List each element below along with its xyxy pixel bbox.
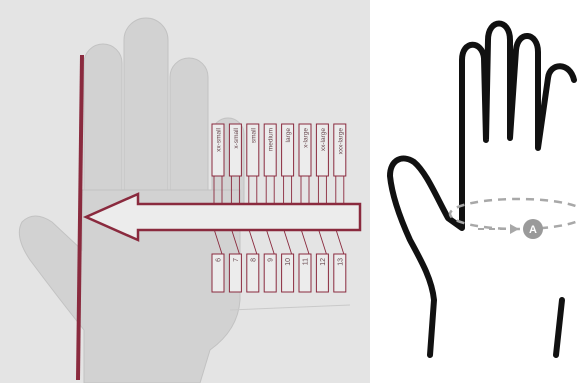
size-number-box	[211, 253, 225, 293]
size-label-box	[333, 123, 347, 177]
size-column: xx-small 6	[211, 123, 225, 293]
size-column: large 10	[281, 123, 295, 293]
size-number: 7	[233, 258, 240, 262]
size-label: small	[250, 127, 257, 143]
hand-outline	[387, 20, 577, 358]
size-label: x-small	[233, 127, 240, 148]
hand-silhouette	[18, 17, 245, 383]
measure-arrow	[82, 192, 362, 242]
glove-size-chart: xx-small 6 x-small 7 small 8 medium 9 large 10 x-l…	[0, 0, 370, 383]
hand-outline-wrist	[553, 297, 565, 358]
palm-circumference-ellipse	[448, 197, 578, 231]
arrowhead-icon	[510, 224, 519, 234]
middle-finger	[123, 17, 169, 219]
size-column: small 8	[246, 123, 260, 293]
size-number: 12	[320, 258, 327, 266]
size-number-box	[246, 253, 260, 293]
size-column: xx-large 12	[315, 123, 329, 293]
size-label: x-large	[303, 128, 310, 148]
reference-line	[229, 304, 351, 311]
size-number: 9	[268, 258, 275, 262]
size-label-box	[281, 123, 295, 177]
size-columns: xx-small 6 x-small 7 small 8 medium 9 large 10 x-l…	[211, 123, 347, 293]
size-label: large	[285, 128, 292, 143]
index-finger	[83, 43, 123, 215]
size-label-box	[228, 123, 242, 177]
hand-measure-diagram: A	[378, 0, 578, 383]
palm	[18, 189, 241, 383]
size-label: medium	[268, 128, 275, 151]
size-label-box	[263, 123, 277, 177]
size-number: 10	[285, 258, 292, 266]
size-label: xx-large	[320, 128, 327, 152]
size-chart-svg: xx-small 6 x-small 7 small 8 medium 9 large 10 x-l…	[18, 17, 362, 383]
size-connector	[283, 176, 293, 255]
size-column: x-small 7	[228, 123, 242, 293]
marker-a-label: A	[529, 224, 537, 236]
size-label: xxx-large	[337, 128, 344, 155]
size-column: medium 9	[263, 123, 277, 293]
hand-outline-svg: A	[387, 20, 578, 358]
size-label-box	[246, 123, 260, 177]
size-label-box	[315, 123, 329, 177]
size-number-box	[228, 253, 242, 293]
size-number-box	[263, 253, 277, 293]
size-label-box	[211, 123, 225, 177]
size-number: 11	[303, 258, 310, 265]
size-connector	[265, 176, 275, 255]
size-label-box	[298, 123, 312, 177]
size-column: x-large 11	[298, 123, 312, 293]
size-column: xxx-large 13	[333, 123, 347, 293]
size-connector	[335, 176, 345, 255]
size-connector	[300, 176, 310, 255]
size-label: xx-small	[216, 127, 223, 151]
size-number-box	[315, 253, 329, 293]
marker-a-circle	[523, 219, 543, 239]
size-connector	[248, 176, 258, 255]
size-number-box	[281, 253, 295, 293]
size-connector	[317, 176, 327, 255]
size-number: 13	[337, 258, 344, 266]
size-number: 8	[250, 258, 257, 262]
size-connector	[230, 176, 240, 255]
size-number-box	[298, 253, 312, 293]
size-number-box	[333, 253, 347, 293]
size-connector	[213, 176, 223, 255]
measure-line	[76, 54, 84, 381]
size-number: 6	[216, 258, 223, 262]
